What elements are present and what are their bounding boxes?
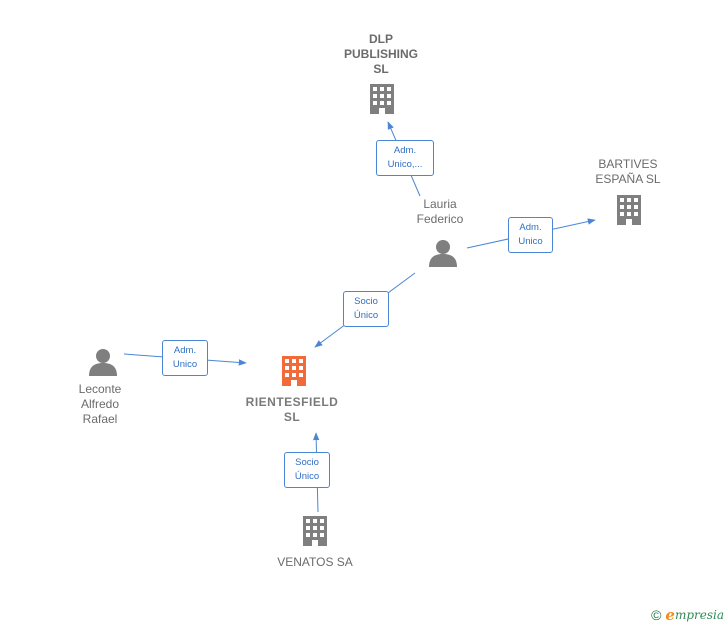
- node-label-bartives[interactable]: BARTIVES ESPAÑA SL: [595, 157, 661, 186]
- person-icon[interactable]: [429, 240, 457, 267]
- copyright-icon: ©: [651, 607, 662, 623]
- person-icon[interactable]: [89, 349, 117, 376]
- edge-label-leconte-rientesfield: Adm. Unico: [162, 340, 208, 376]
- node-label-venatos[interactable]: VENATOS SA: [277, 555, 353, 569]
- footer-brand: © e mpresia: [651, 606, 724, 624]
- edge-label-venatos-rientesfield: Socio Único: [284, 452, 330, 488]
- node-label-rientesfield[interactable]: RIENTESFIELD SL: [245, 395, 339, 424]
- building-icon[interactable]: [617, 195, 641, 225]
- building-icon[interactable]: [282, 356, 306, 386]
- node-label-lauria-federico[interactable]: Lauria Federico: [416, 197, 464, 226]
- edge-label-lauria-bartives: Adm. Unico: [508, 217, 553, 253]
- edge-label-lauria-rientesfield: Socio Único: [343, 291, 389, 327]
- building-icon[interactable]: [370, 84, 394, 114]
- brand-name: mpresia: [674, 608, 724, 622]
- node-label-leconte[interactable]: Leconte Alfredo Rafael: [78, 382, 122, 426]
- node-label-dlp-publishing[interactable]: DLP PUBLISHING SL: [343, 32, 418, 76]
- brand-initial: e: [665, 606, 675, 624]
- edge-label-lauria-dlp: Adm. Unico,...: [376, 140, 434, 176]
- building-icon[interactable]: [303, 516, 327, 546]
